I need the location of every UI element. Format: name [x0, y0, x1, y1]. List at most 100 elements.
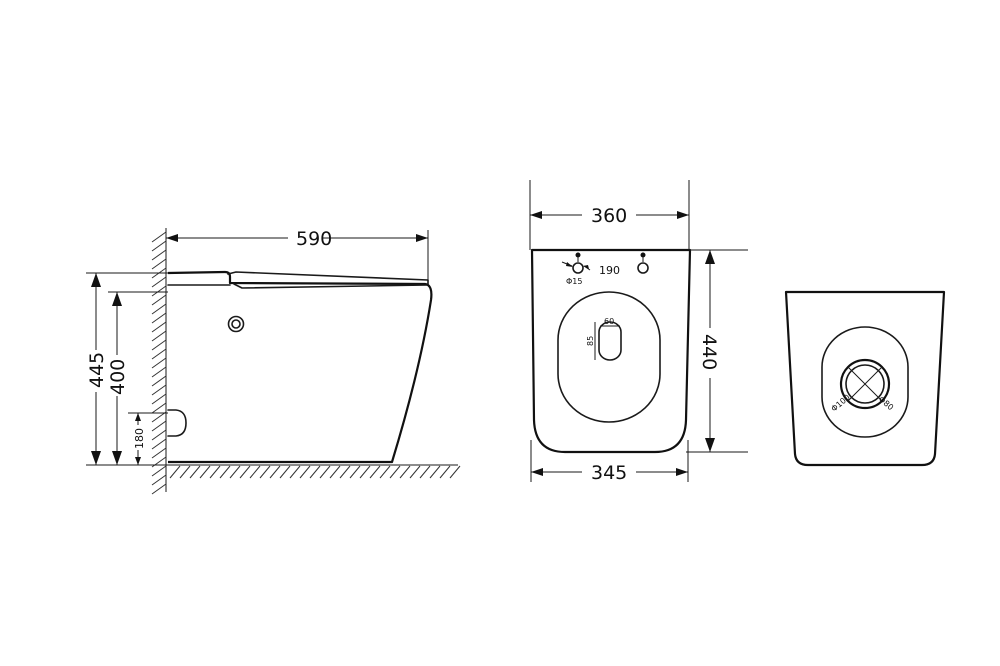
mount-hole-right-icon	[637, 262, 649, 274]
phi15-arrow-b	[583, 265, 589, 269]
floor-hatch-stroke	[169, 465, 181, 479]
mount-hole-right-center	[640, 252, 646, 258]
arrow-590-left	[166, 234, 178, 242]
side-view: 590 445 400 180	[86, 228, 461, 495]
wall-hatch-stroke	[151, 438, 167, 450]
dim-360-label: 360	[591, 205, 627, 227]
dim-180-label: 180	[133, 428, 146, 449]
arrow-345-left	[531, 468, 543, 476]
arrow-400-top	[112, 292, 122, 306]
floor-hatch-stroke	[379, 465, 391, 479]
dim-440-label: 440	[698, 334, 720, 370]
wall-hatch-stroke	[151, 321, 167, 333]
wall-hatch-stroke	[151, 240, 167, 252]
outlet-pipe	[167, 409, 187, 437]
wall-hatch-stroke	[151, 429, 167, 441]
floor-hatch-stroke	[219, 465, 231, 479]
wall-hatch-stroke	[151, 375, 167, 387]
wall-hatch-stroke	[151, 483, 167, 495]
base-foot-outline	[821, 326, 909, 438]
arrow-400-bottom	[112, 451, 122, 465]
floor-hatch	[169, 465, 461, 479]
phi15-label: Φ15	[566, 277, 582, 286]
mount-hole-left-icon	[572, 262, 584, 274]
wall-hatch-stroke	[151, 357, 167, 369]
floor-hatch-stroke	[449, 465, 461, 479]
dim-445-label: 445	[86, 352, 108, 388]
wall-hatch-stroke	[151, 231, 167, 243]
floor-hatch-stroke	[399, 465, 411, 479]
arrow-360-right	[677, 211, 689, 219]
dim-85-label: 85	[586, 336, 595, 346]
wall-hatch-stroke	[151, 420, 167, 432]
floor-hatch-stroke	[429, 465, 441, 479]
toilet-body-profile	[167, 270, 433, 464]
wall-hatch-stroke	[151, 402, 167, 414]
wall-hatch-stroke	[151, 474, 167, 486]
floor-hatch-stroke	[239, 465, 251, 479]
dim-60-label: 60	[604, 317, 614, 326]
floor-hatch-stroke	[249, 465, 261, 479]
wall-hatch-stroke	[151, 339, 167, 351]
side-button-icon	[227, 315, 245, 333]
wall-hatch-stroke	[151, 249, 167, 261]
floor-hatch-stroke	[359, 465, 371, 479]
side-button-inner	[231, 319, 241, 329]
floor-hatch-stroke	[199, 465, 211, 479]
wall-hatch	[151, 231, 167, 495]
phi15-arrow-a	[566, 262, 573, 267]
floor-hatch-stroke	[389, 465, 401, 479]
floor-hatch-stroke	[439, 465, 451, 479]
outlet-cross-b	[847, 366, 883, 402]
dim-345-label: 345	[591, 462, 627, 484]
arrow-440-bottom	[705, 438, 715, 452]
floor-hatch-stroke	[409, 465, 421, 479]
wall-hatch-stroke	[151, 276, 167, 288]
bowl-outline	[557, 291, 661, 423]
floor-hatch-stroke	[259, 465, 271, 479]
bottom-view-outline	[784, 290, 946, 467]
floor-hatch-stroke	[329, 465, 341, 479]
arrow-360-left	[530, 211, 542, 219]
wall-hatch-stroke	[151, 330, 167, 342]
wall-hatch-stroke	[151, 312, 167, 324]
outlet-outer-ring	[839, 358, 891, 410]
wall-hatch-stroke	[151, 447, 167, 459]
wall-hatch-stroke	[151, 393, 167, 405]
floor-hatch-stroke	[209, 465, 221, 479]
wall-hatch-stroke	[151, 303, 167, 315]
dim-400-label: 400	[107, 359, 129, 395]
arrow-445-top	[91, 273, 101, 287]
floor-hatch-stroke	[339, 465, 351, 479]
top-view: Φ15 190 60 85 360 345 440	[529, 180, 748, 484]
top-view-outline	[530, 248, 692, 454]
floor-hatch-stroke	[349, 465, 361, 479]
arrow-180-top	[135, 413, 141, 421]
floor-hatch-stroke	[269, 465, 281, 479]
wall-hatch-stroke	[151, 348, 167, 360]
floor-hatch-stroke	[179, 465, 191, 479]
wall-hatch-stroke	[151, 465, 167, 477]
floor-hatch-stroke	[279, 465, 291, 479]
floor-hatch-stroke	[309, 465, 321, 479]
arrow-445-bottom	[91, 451, 101, 465]
arrow-180-bottom	[135, 457, 141, 465]
floor-hatch-stroke	[189, 465, 201, 479]
mount-hole-left-center	[575, 252, 581, 258]
bottom-view: Φ100 Φ80	[784, 290, 946, 467]
floor-hatch-stroke	[419, 465, 431, 479]
floor-hatch-stroke	[229, 465, 241, 479]
outlet-inner-ring	[845, 364, 885, 404]
wall-hatch-stroke	[151, 285, 167, 297]
wall-hatch-stroke	[151, 366, 167, 378]
wall-hatch-stroke	[151, 258, 167, 270]
floor-hatch-stroke	[319, 465, 331, 479]
floor-hatch-stroke	[289, 465, 301, 479]
floor-hatch-stroke	[299, 465, 311, 479]
arrow-345-right	[676, 468, 688, 476]
phi100-label: Φ100	[830, 393, 852, 414]
dim-590-label: 590	[296, 228, 332, 250]
floor-hatch-stroke	[369, 465, 381, 479]
